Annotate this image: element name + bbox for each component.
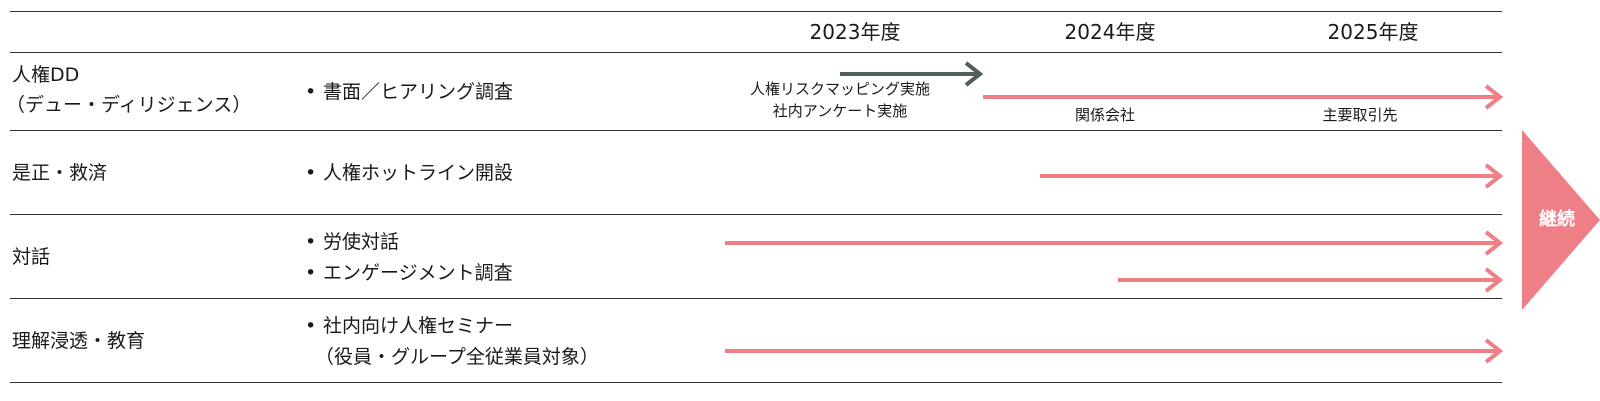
arrow-engagement-survey [1118,267,1504,293]
note-major-suppliers: 主要取引先 [1322,106,1398,124]
activity-hotline: •人権ホットライン開設 [305,158,513,188]
rule-row1 [10,130,1502,131]
arrow-hotline [1040,163,1504,189]
rule-row2 [10,214,1502,215]
category-human-rights-dd: 人権DD （デュー・ディリジェンス） [6,60,251,120]
category-dialogue: 対話 [12,246,51,268]
activity-labor-dialogue: •労使対話 [305,227,399,257]
note-risk-mapping: 人権リスクマッピング実施 [749,80,930,98]
activity-seminar-target: （役員・グループ全従業員対象） [315,346,599,368]
bullet-icon: • [305,231,317,253]
activity-seminar: •社内向け人権セミナー [305,311,513,341]
bullet-icon: • [305,262,317,284]
category-education: 理解浸透・教育 [12,330,146,352]
note-affiliates: 関係会社 [1074,106,1135,124]
year-header-2025: 2025年度 [1327,20,1419,44]
continue-label: 継続 [1539,209,1575,230]
rule-top [10,11,1502,12]
rule-header-bottom [10,52,1502,53]
arrow-affiliates-suppliers [983,84,1504,110]
rule-row3 [10,298,1502,299]
year-header-2023: 2023年度 [809,20,901,44]
note-internal-survey: 社内アンケート実施 [772,102,908,120]
bullet-icon: • [305,315,317,337]
category-line: （デュー・ディリジェンス） [6,94,252,116]
activity-document-hearing: •書面／ヒアリング調査 [305,77,513,107]
year-header-2024: 2024年度 [1064,20,1156,44]
arrow-labor-dialogue [725,230,1504,256]
arrow-seminar [725,338,1504,364]
continue-chevron [1522,130,1600,310]
rule-bottom [10,382,1502,383]
activity-engagement-survey: •エンゲージメント調査 [305,258,513,288]
bullet-icon: • [305,81,317,103]
bullet-icon: • [305,162,317,184]
arrow-risk-mapping [840,61,984,87]
category-line: 人権DD [12,64,80,86]
category-remedy: 是正・救済 [12,162,108,184]
